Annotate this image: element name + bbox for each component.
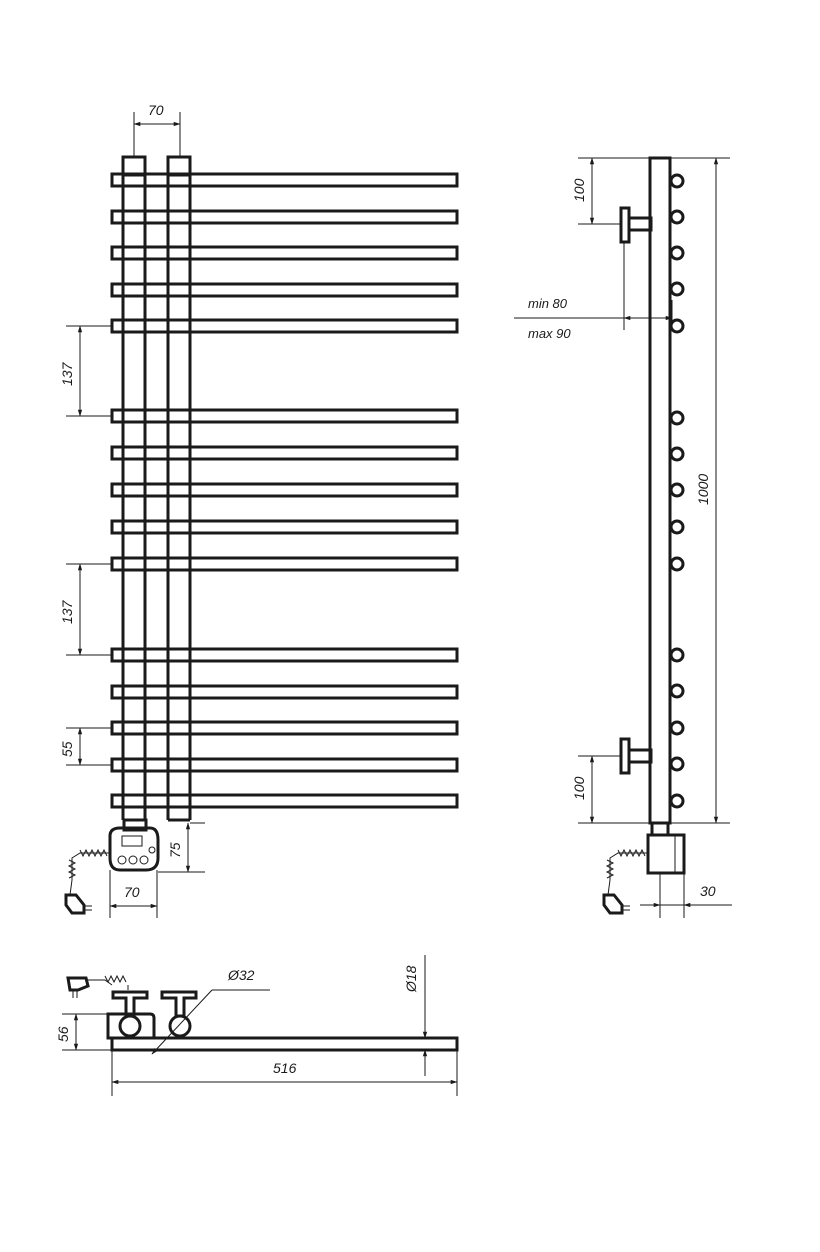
heater-element (108, 818, 160, 872)
dim-total-width-label: 516 (273, 1060, 297, 1076)
dim-heater-offset-label: 75 (167, 842, 183, 858)
towel-bar (110, 684, 459, 700)
top-brackets (111, 990, 198, 1018)
top-pipe-circle (168, 1014, 192, 1038)
dim-pipe-diameter-label: Ø32 (227, 967, 255, 983)
top-heater (106, 1012, 156, 1040)
dim-bar-pitch-label: 55 (59, 741, 75, 757)
side-pipe (648, 156, 672, 825)
dim-base-height: 56 (55, 1013, 112, 1051)
towel-bars (110, 172, 459, 809)
dim-top-pipe-spacing-label: 70 (148, 102, 164, 118)
towel-bar (110, 172, 459, 188)
top-view: Ø32 Ø18 56 516 (55, 955, 459, 1096)
bar-end-stub (669, 318, 685, 334)
dim-wall-top-label: 100 (571, 178, 587, 202)
top-bar (110, 1036, 459, 1052)
bar-end-stub (669, 482, 685, 498)
dim-total-width: 516 (111, 1050, 458, 1096)
towel-bar (110, 445, 459, 461)
bar-end-stub (669, 647, 685, 663)
bar-end-stub (669, 209, 685, 225)
bar-end-stub (669, 556, 685, 572)
towel-bar (110, 793, 459, 809)
bar-end-stub (669, 281, 685, 297)
dim-total-height-label: 1000 (695, 474, 711, 505)
dim-top-pipe-spacing: 70 (133, 102, 181, 157)
dim-base-height-label: 56 (55, 1026, 71, 1042)
dim-heater-depth: 30 (640, 873, 732, 918)
dim-heater-depth-label: 30 (700, 883, 716, 899)
dim-bar-pitch: 55 (59, 727, 112, 766)
bar-end-stub (669, 720, 685, 736)
dim-bar-diameter-label: Ø18 (403, 965, 419, 993)
bar-end-stub (669, 173, 685, 189)
bar-end-stub (669, 410, 685, 426)
side-power-cable-plug-icon (602, 848, 648, 915)
bar-end-stubs (669, 173, 685, 809)
dim-heater-width-label: 70 (124, 884, 140, 900)
left-pipe-cap (121, 155, 147, 177)
bar-end-stub (669, 446, 685, 462)
dim-wall-top: 100 (571, 157, 650, 225)
towel-bar (110, 647, 459, 663)
towel-bar (110, 482, 459, 498)
front-view: 70 137 137 55 75 (59, 102, 459, 918)
towel-bar (110, 245, 459, 261)
dim-heater-width: 70 (109, 870, 158, 918)
dim-pipe-diameter: Ø32 (151, 967, 270, 1055)
towel-bar (110, 556, 459, 572)
towel-bar (110, 282, 459, 298)
dim-gap-upper: 137 (59, 325, 112, 417)
dim-gap-lower: 137 (59, 563, 112, 656)
wall-bracket-bottom (619, 737, 653, 775)
towel-bar (110, 209, 459, 225)
towel-bar (110, 318, 459, 334)
bar-end-stub (669, 793, 685, 809)
bar-end-stub (669, 245, 685, 261)
bar-end-stub (669, 756, 685, 772)
dim-wall-bottom-label: 100 (571, 776, 587, 800)
dim-heater-offset: 75 (158, 822, 205, 873)
top-power-cable-plug-icon (66, 974, 129, 998)
side-view: 100 min 80 max 90 1000 100 (514, 156, 732, 918)
towel-bar (110, 408, 459, 424)
dim-mount-min-label: min 80 (528, 296, 568, 311)
dim-mount-max-label: max 90 (528, 326, 571, 341)
bar-end-stub (669, 683, 685, 699)
heater-side (646, 821, 686, 875)
wall-bracket-top (619, 206, 653, 244)
towel-bar (110, 519, 459, 535)
dim-gap-upper-label: 137 (59, 361, 75, 386)
right-pipe-cap (166, 155, 192, 177)
towel-bar (110, 720, 459, 736)
dim-gap-lower-label: 137 (59, 599, 75, 624)
dim-bar-diameter: Ø18 (403, 955, 428, 1076)
dim-wall-bottom: 100 (571, 755, 650, 824)
bar-end-stub (669, 519, 685, 535)
dim-total-height: 1000 (670, 157, 730, 824)
towel-bar (110, 757, 459, 773)
dim-mount-distance: min 80 max 90 (514, 242, 673, 341)
power-cable-plug-icon (64, 848, 110, 915)
